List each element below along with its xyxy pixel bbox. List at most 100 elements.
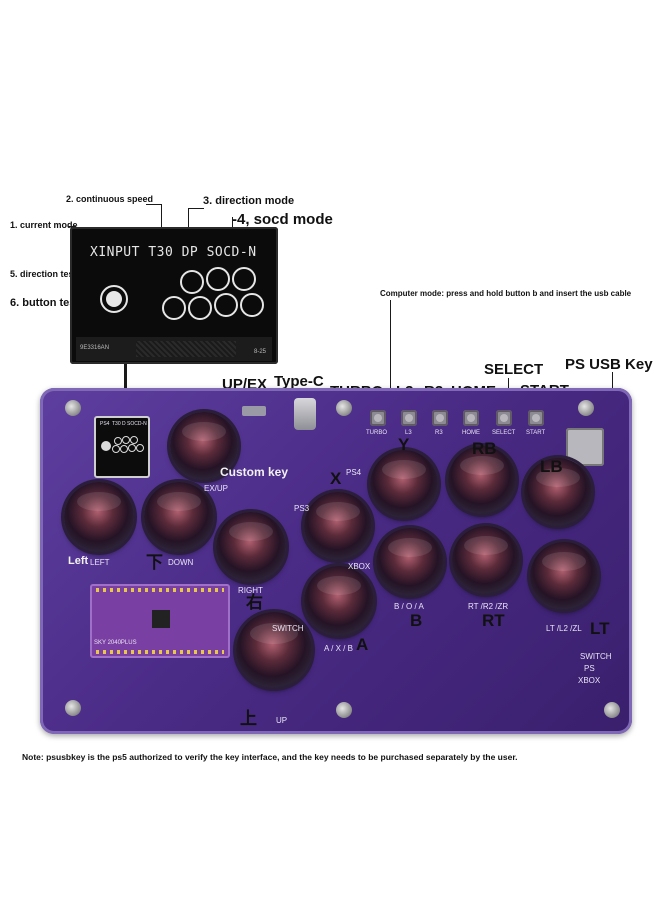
board-r3-label: R3 xyxy=(435,430,443,436)
screw xyxy=(336,400,352,416)
label-left: Left xyxy=(68,555,89,567)
pcb-pins-top xyxy=(96,588,224,592)
board-oled: PS4 T30 D SOCD-N xyxy=(94,416,150,478)
x-button[interactable] xyxy=(304,492,372,560)
oled-test-graphics xyxy=(100,267,264,320)
callout-direction-mode: 3. direction mode xyxy=(203,195,295,207)
y-button[interactable] xyxy=(370,450,438,518)
button-test-circle xyxy=(240,293,264,317)
button-test-circle xyxy=(188,296,212,320)
board-xbox-mode-label: XBOX xyxy=(578,676,601,685)
label-rb: RB xyxy=(472,439,497,458)
board-oled-mode: PS4 xyxy=(100,421,110,427)
custom-key-ex-up-button[interactable] xyxy=(170,412,238,480)
pcb-label: SKY 2040PLUS xyxy=(94,640,137,646)
board-ex-up-label: EX/UP xyxy=(204,484,229,493)
board-turbo-label: TURBO xyxy=(366,430,387,436)
board-rt-r2-zr-label: RT /R2 /ZR xyxy=(468,602,509,611)
callout-direction-test: 5. direction test xyxy=(10,269,77,279)
label-ps-usb-key: PS USB Key xyxy=(565,356,653,373)
callout-computer-mode: Computer mode: press and hold button b a… xyxy=(380,289,632,298)
board-up-label: UP xyxy=(276,716,288,725)
button-test-circle xyxy=(162,296,186,320)
screw xyxy=(65,400,81,416)
oled-display-closeup: XINPUT T30 DP SOCD-N 9E3316AN 8-25 xyxy=(70,227,278,364)
mode-slide-switch[interactable] xyxy=(242,406,266,416)
board-a-x-b-label: A / X / B xyxy=(324,644,353,653)
up-button[interactable] xyxy=(236,612,312,688)
type-c-port xyxy=(294,398,316,430)
board-home-label: HOME xyxy=(462,430,480,436)
board-right-label: RIGHT xyxy=(238,586,263,595)
rb-button[interactable] xyxy=(448,446,516,514)
a-button[interactable] xyxy=(304,566,374,636)
lb-button[interactable] xyxy=(524,458,592,526)
footer-note: Note: psusbkey is the ps5 authorized to … xyxy=(22,752,518,762)
oled-screen: XINPUT T30 DP SOCD-N xyxy=(80,233,270,333)
board-l3-label: L3 xyxy=(405,430,412,436)
callout-continuous-speed: 2. continuous speed xyxy=(66,194,154,204)
pcb-chip xyxy=(152,610,170,628)
oled-flex-cable: 9E3316AN 8-25 xyxy=(76,337,272,361)
pcb-board: SKY 2040PLUS xyxy=(90,584,230,658)
leader-line xyxy=(188,208,204,209)
screw xyxy=(336,702,352,718)
label-rt: RT xyxy=(482,611,505,630)
board-ps-mode-label: PS xyxy=(584,664,595,673)
l3-button[interactable] xyxy=(401,410,417,426)
callout-button-test: 6. button test xyxy=(10,297,80,309)
label-b: B xyxy=(410,611,423,630)
board-xbox-label: XBOX xyxy=(348,562,371,571)
start-button[interactable] xyxy=(528,410,544,426)
label-custom-key: Custom key xyxy=(220,465,289,479)
label-type-c: Type-C xyxy=(274,373,324,390)
board-ps4-label: PS4 xyxy=(346,468,362,477)
left-button[interactable] xyxy=(64,482,134,552)
arcade-board: PS4 T30 D SOCD-N TURBO L3 R3 HOME SELECT… xyxy=(40,388,632,734)
board-oled-text: T30 D SOCD-N xyxy=(112,421,147,427)
ps-usb-key-slot xyxy=(566,428,604,466)
label-lt: LT xyxy=(590,619,610,638)
home-button[interactable] xyxy=(463,410,479,426)
label-right-cn: 右 xyxy=(246,593,263,612)
board-switch-mode-label: SWITCH xyxy=(580,652,612,661)
direction-test-circle xyxy=(100,285,128,313)
label-up-cn: 上 xyxy=(240,709,257,728)
right-button[interactable] xyxy=(216,512,286,582)
leader-line xyxy=(161,204,162,229)
rt-button[interactable] xyxy=(452,526,520,594)
board-down-label: DOWN xyxy=(168,558,194,567)
board-left-label: LEFT xyxy=(90,558,110,567)
board-ps3-label: PS3 xyxy=(294,504,310,513)
screw xyxy=(578,400,594,416)
down-button[interactable] xyxy=(144,482,214,552)
leader-line xyxy=(146,204,162,205)
label-select: SELECT xyxy=(484,361,544,378)
label-a: A xyxy=(356,635,369,654)
label-y: Y xyxy=(398,435,410,454)
oled-footer-right: 8-25 xyxy=(253,349,266,355)
direction-test-dot xyxy=(106,291,122,307)
label-lb: LB xyxy=(540,457,563,476)
leader-line xyxy=(188,208,189,229)
turbo-button[interactable] xyxy=(370,410,386,426)
label-down-cn: 下 xyxy=(146,553,163,572)
button-test-circle xyxy=(232,267,256,291)
board-lt-l2-zl-label: LT /L2 /ZL xyxy=(546,624,582,633)
lt-button[interactable] xyxy=(530,542,598,610)
pcb-pins-bottom xyxy=(96,650,224,654)
b-button[interactable] xyxy=(376,528,444,596)
label-x: X xyxy=(330,469,342,488)
screw xyxy=(65,700,81,716)
callout-current-mode: 1. current mode xyxy=(10,220,78,230)
select-button[interactable] xyxy=(496,410,512,426)
board-select-label: SELECT xyxy=(492,430,516,436)
oled-footer-left: 9E3316AN xyxy=(80,345,110,351)
r3-button[interactable] xyxy=(432,410,448,426)
board-switch-label: SWITCH xyxy=(272,624,304,633)
leader-line xyxy=(232,217,233,229)
button-test-circle xyxy=(180,270,204,294)
board-oled-graphics xyxy=(101,436,144,453)
button-test-circle xyxy=(206,267,230,291)
screw xyxy=(604,702,620,718)
